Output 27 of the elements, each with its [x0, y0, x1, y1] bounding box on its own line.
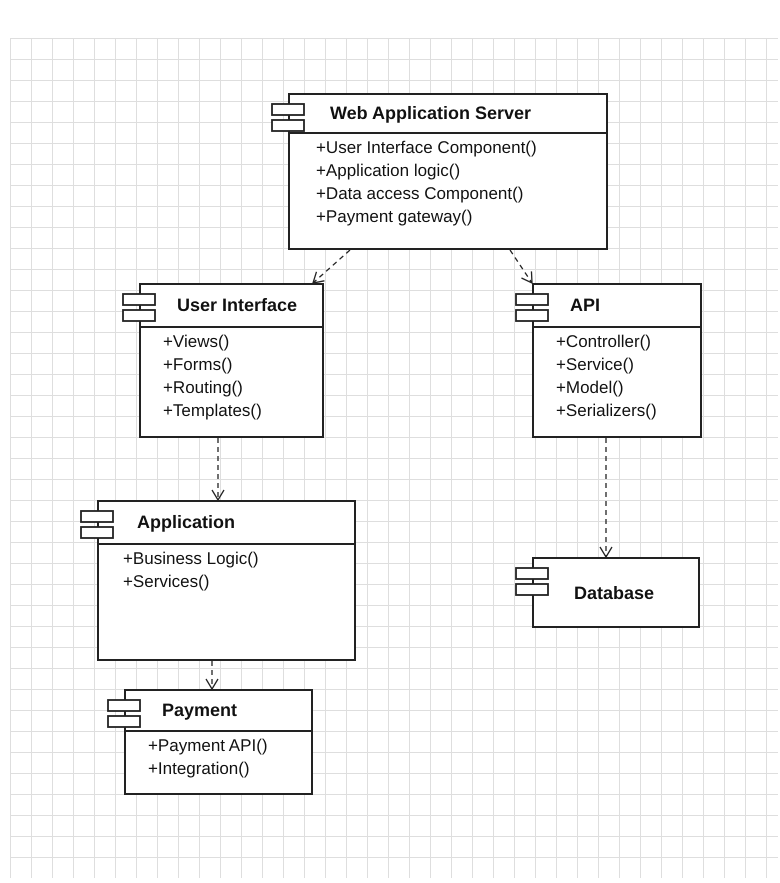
component-name: API — [570, 294, 600, 317]
component-name: Payment — [162, 699, 238, 722]
component-name: Database — [574, 582, 654, 605]
method-text: +Forms() — [163, 354, 234, 376]
dependency-arrow — [599, 438, 613, 558]
dependency-arrow — [509, 250, 533, 284]
method-text: +Routing() — [163, 377, 244, 399]
component-name: Application — [137, 511, 235, 534]
component-name: User Interface — [177, 294, 298, 317]
method-text: +Data access Component() — [316, 183, 524, 205]
component-name: Web Application Server — [330, 102, 532, 125]
method-text: +Controller() — [556, 331, 652, 353]
method-text: +Model() — [556, 377, 625, 399]
method-text: +Business Logic() — [123, 548, 260, 570]
method-text: +Service() — [556, 354, 635, 376]
method-text: +Views() — [163, 331, 230, 353]
method-text: +Services() — [123, 571, 210, 593]
method-text: +User Interface Component() — [316, 137, 538, 159]
method-text: +Application logic() — [316, 160, 462, 182]
method-text: +Integration() — [148, 758, 251, 780]
method-text: +Serializers() — [556, 400, 658, 422]
dependency-arrow — [205, 661, 219, 690]
method-text: +Payment API() — [148, 735, 269, 757]
method-text: +Templates() — [163, 400, 263, 422]
dependency-arrow — [312, 250, 350, 284]
dependency-arrow — [211, 438, 225, 501]
method-text: +Payment gateway() — [316, 206, 474, 228]
